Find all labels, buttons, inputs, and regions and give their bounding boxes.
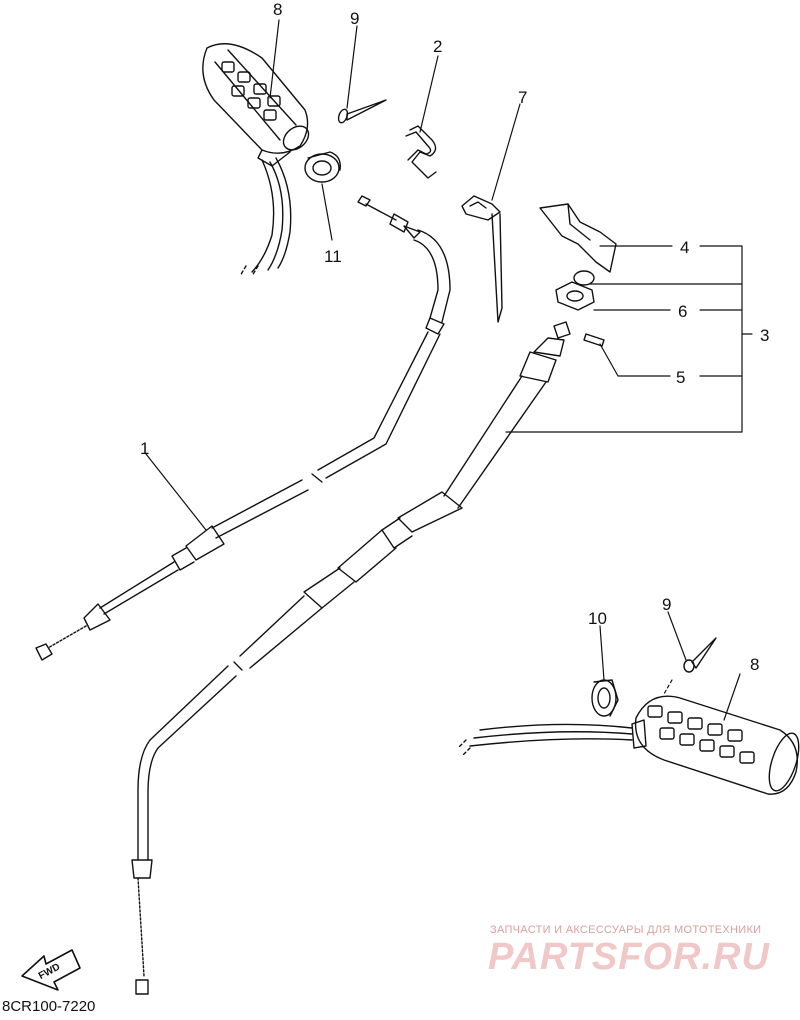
nut-part-6	[555, 281, 595, 311]
leader-lines	[145, 19, 753, 721]
pin-part-5	[583, 333, 605, 347]
callout-9-bottom: 9	[662, 595, 671, 614]
watermark-tagline: ЗАПЧАСТИ И АКСЕССУАРЫ ДЛЯ МОТОТЕХНИКИ	[490, 924, 762, 936]
callout-8-bottom: 8	[750, 655, 759, 674]
callout-6: 6	[678, 302, 687, 321]
bracket-part-4	[539, 203, 617, 273]
ring-part-11	[304, 151, 341, 183]
callout-9-top: 9	[350, 9, 359, 28]
callout-5: 5	[676, 368, 685, 387]
left-grip-part-8	[202, 43, 310, 277]
cable-part-1	[35, 195, 451, 661]
callout-10: 10	[588, 609, 607, 628]
screw-part-9-top	[337, 99, 387, 124]
callout-8-top: 8	[273, 0, 282, 19]
ring-part-10	[591, 679, 619, 717]
callout-4: 4	[680, 238, 689, 257]
callout-1: 1	[140, 439, 149, 458]
callout-2: 2	[433, 37, 442, 56]
washer-part-4	[573, 270, 595, 286]
callout-3: 3	[760, 326, 769, 345]
callout-11: 11	[324, 247, 342, 266]
right-grip-part-8	[457, 695, 800, 795]
cable-tie-part-7	[461, 195, 503, 323]
screw-part-9-bottom	[683, 637, 717, 673]
cable-assembly-part-3	[131, 321, 571, 995]
clip-part-2	[405, 125, 437, 179]
fwd-arrow-icon	[21, 949, 81, 991]
drawing-code: 8CR100-7220	[2, 998, 96, 1015]
callout-7: 7	[518, 88, 527, 107]
callout-labels: 1 2 3 4 5 6 7 8 8 9 9 10 11 FWD	[37, 0, 770, 982]
watermark-brand: PARTSFOR.RU	[488, 936, 770, 978]
